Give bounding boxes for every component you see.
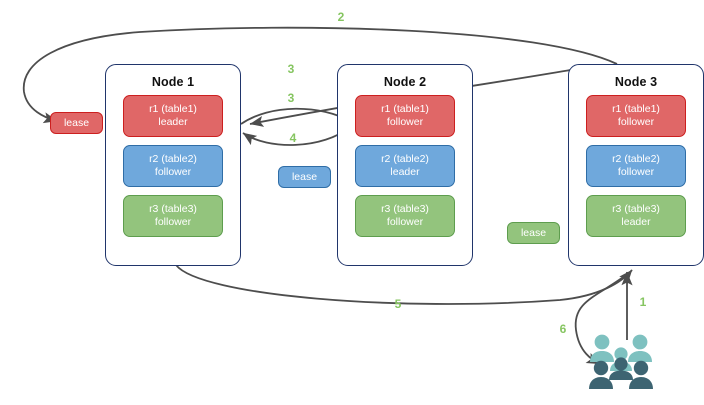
node-card-node3[interactable]: Node 3 r1 (table1) follower r2 (table2) … (568, 64, 704, 266)
user-head-back-right (632, 334, 648, 350)
replica-role: follower (386, 216, 424, 228)
replica-name: r1 (table1) (149, 103, 197, 115)
step-label-3a: 3 (287, 62, 295, 76)
edge-3-lower (240, 107, 353, 125)
replica-name: r2 (table2) (149, 153, 197, 165)
step-label-4: 4 (289, 131, 297, 145)
user-head-front-center (614, 357, 628, 371)
step-label-1: 1 (639, 295, 647, 309)
replica-name: r1 (table1) (381, 103, 429, 115)
user-head-front-left (593, 360, 609, 376)
replica-role: leader (390, 166, 420, 178)
replica-name: r3 (table3) (149, 203, 197, 215)
replica-role: follower (154, 216, 192, 228)
replica-r3[interactable]: r3 (table3) leader (586, 195, 686, 237)
step-label-6: 6 (559, 322, 567, 336)
replica-role: follower (154, 166, 192, 178)
node-card-node1[interactable]: Node 1 r1 (table1) leader r2 (table2) fo… (105, 64, 241, 266)
node-title: Node 2 (383, 75, 427, 89)
lease-badge-r2[interactable]: lease (278, 166, 331, 188)
lease-badge-r3[interactable]: lease (507, 222, 560, 244)
user-body-back-left (590, 351, 614, 362)
replica-r1[interactable]: r1 (table1) follower (586, 95, 686, 137)
replica-r1[interactable]: r1 (table1) leader (123, 95, 223, 137)
replica-role: leader (621, 216, 651, 228)
replica-role: follower (386, 116, 424, 128)
lease-badge-r1[interactable]: lease (50, 112, 103, 134)
replica-name: r2 (table2) (381, 153, 429, 165)
replica-role: leader (158, 116, 188, 128)
replica-r1[interactable]: r1 (table1) follower (355, 95, 455, 137)
user-head-front-right (633, 360, 649, 376)
node-title: Node 3 (614, 75, 658, 89)
replica-r2[interactable]: r2 (table2) follower (123, 145, 223, 187)
replica-name: r3 (table3) (612, 203, 660, 215)
user-body-front-center (609, 370, 633, 380)
node-title: Node 1 (151, 75, 195, 89)
user-body-front-left (589, 377, 613, 389)
user-body-front-right (629, 377, 653, 389)
node-card-node2[interactable]: Node 2 r1 (table1) follower r2 (table2) … (337, 64, 473, 266)
replica-r3[interactable]: r3 (table3) follower (355, 195, 455, 237)
user-head-back-left (594, 334, 610, 350)
replica-name: r1 (table1) (612, 103, 660, 115)
replica-name: r3 (table3) (381, 203, 429, 215)
replica-r2[interactable]: r2 (table2) follower (586, 145, 686, 187)
users-icon[interactable] (588, 332, 654, 394)
user-body-back-right (628, 351, 652, 362)
user-head-middle (614, 347, 628, 361)
step-label-3b: 3 (287, 91, 295, 105)
replica-r2[interactable]: r2 (table2) leader (355, 145, 455, 187)
step-label-2: 2 (337, 10, 345, 24)
replica-role: follower (617, 116, 655, 128)
replica-name: r2 (table2) (612, 153, 660, 165)
step-label-5: 5 (394, 297, 402, 311)
replica-r3[interactable]: r3 (table3) follower (123, 195, 223, 237)
replica-role: follower (617, 166, 655, 178)
